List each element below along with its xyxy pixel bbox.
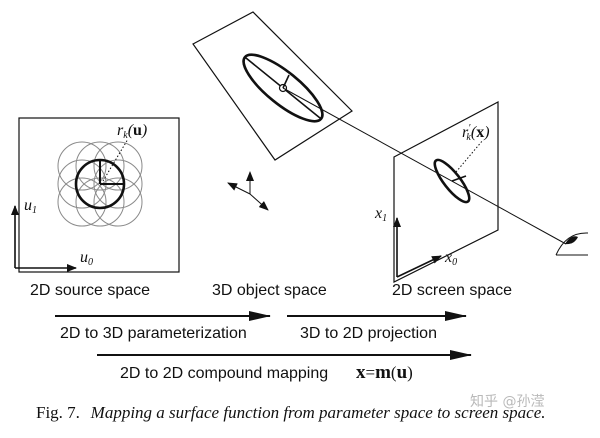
source-space-label: 2D source space <box>30 282 150 299</box>
x0-axis <box>396 255 442 278</box>
rk-u-label: rk(u) <box>117 122 147 141</box>
caption-prefix: Fig. 7. <box>36 403 80 422</box>
object-axes <box>227 171 269 211</box>
rk-prime-x-label: r′k(x) <box>462 123 490 143</box>
x1-label: x1 <box>374 205 387 224</box>
param-label: 2D to 3D parameterization <box>60 325 247 342</box>
projection-label: 3D to 2D projection <box>300 325 437 342</box>
screen-space-label: 2D screen space <box>392 282 512 299</box>
rk-prime-leader <box>455 139 484 173</box>
object-space-label: 3D object space <box>212 282 327 299</box>
u0-label: u0 <box>80 249 93 268</box>
screen-ellipse-radius <box>451 175 467 182</box>
screen-space-panel: r′k(x) x1 x0 <box>374 101 499 283</box>
object-space-panel <box>192 11 353 211</box>
projection-ray <box>282 87 567 245</box>
source-space-panel: rk(u) u1 u0 <box>11 117 180 273</box>
compound-label: 2D to 2D compound mapping <box>120 365 328 382</box>
u1-label: u1 <box>24 197 37 216</box>
rk-u-leader <box>102 138 129 182</box>
screen-ellipse <box>433 158 471 204</box>
x0-label: x0 <box>444 249 457 268</box>
compound-formula: x=m(u) <box>356 362 413 383</box>
watermark: 知乎 @孙滢 <box>470 393 544 410</box>
object-plane <box>192 11 353 161</box>
screen-plane <box>393 101 499 283</box>
figure-caption: Fig. 7. Mapping a surface function from … <box>36 403 546 422</box>
object-radius <box>282 74 290 89</box>
source-space-frame <box>18 117 180 273</box>
eye-icon <box>555 232 589 256</box>
caption-text: Mapping a surface function from paramete… <box>90 403 546 422</box>
